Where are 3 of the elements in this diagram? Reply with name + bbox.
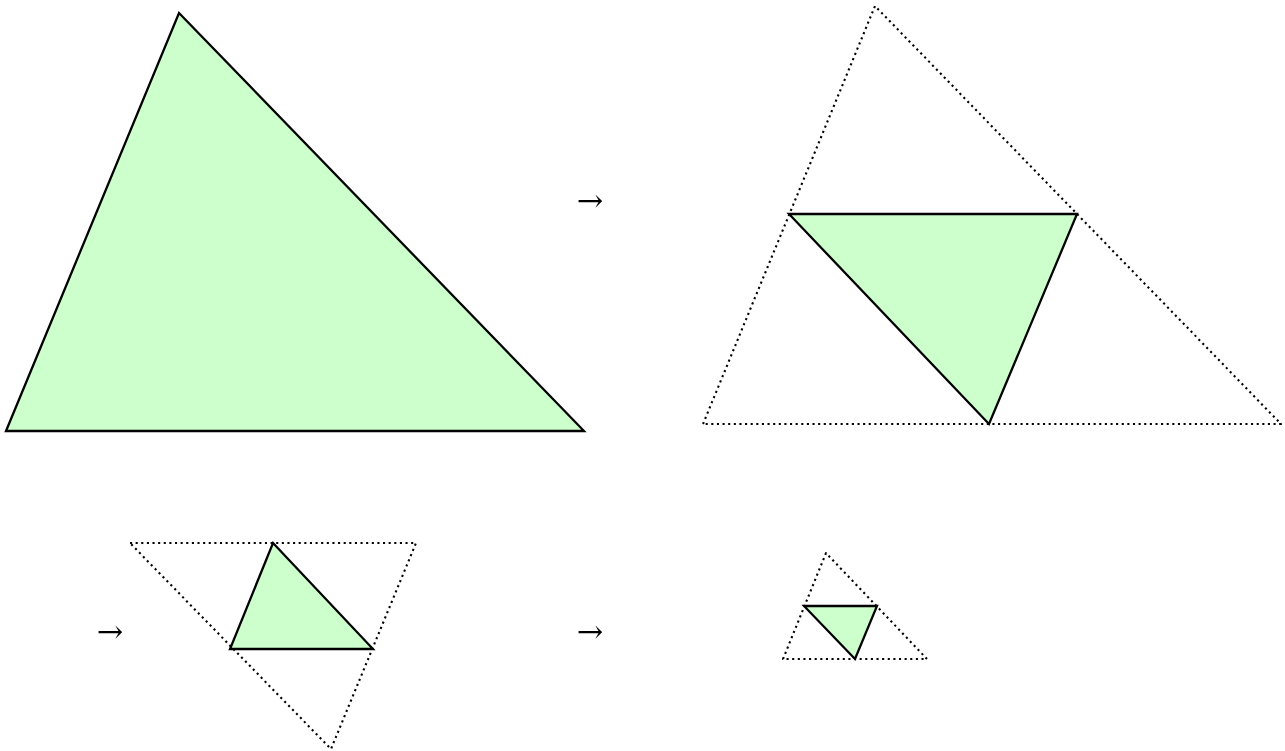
arrow-symbol: →	[98, 625, 123, 639]
arrow-symbol: →	[578, 194, 603, 208]
arrow-symbol: →	[578, 625, 603, 639]
